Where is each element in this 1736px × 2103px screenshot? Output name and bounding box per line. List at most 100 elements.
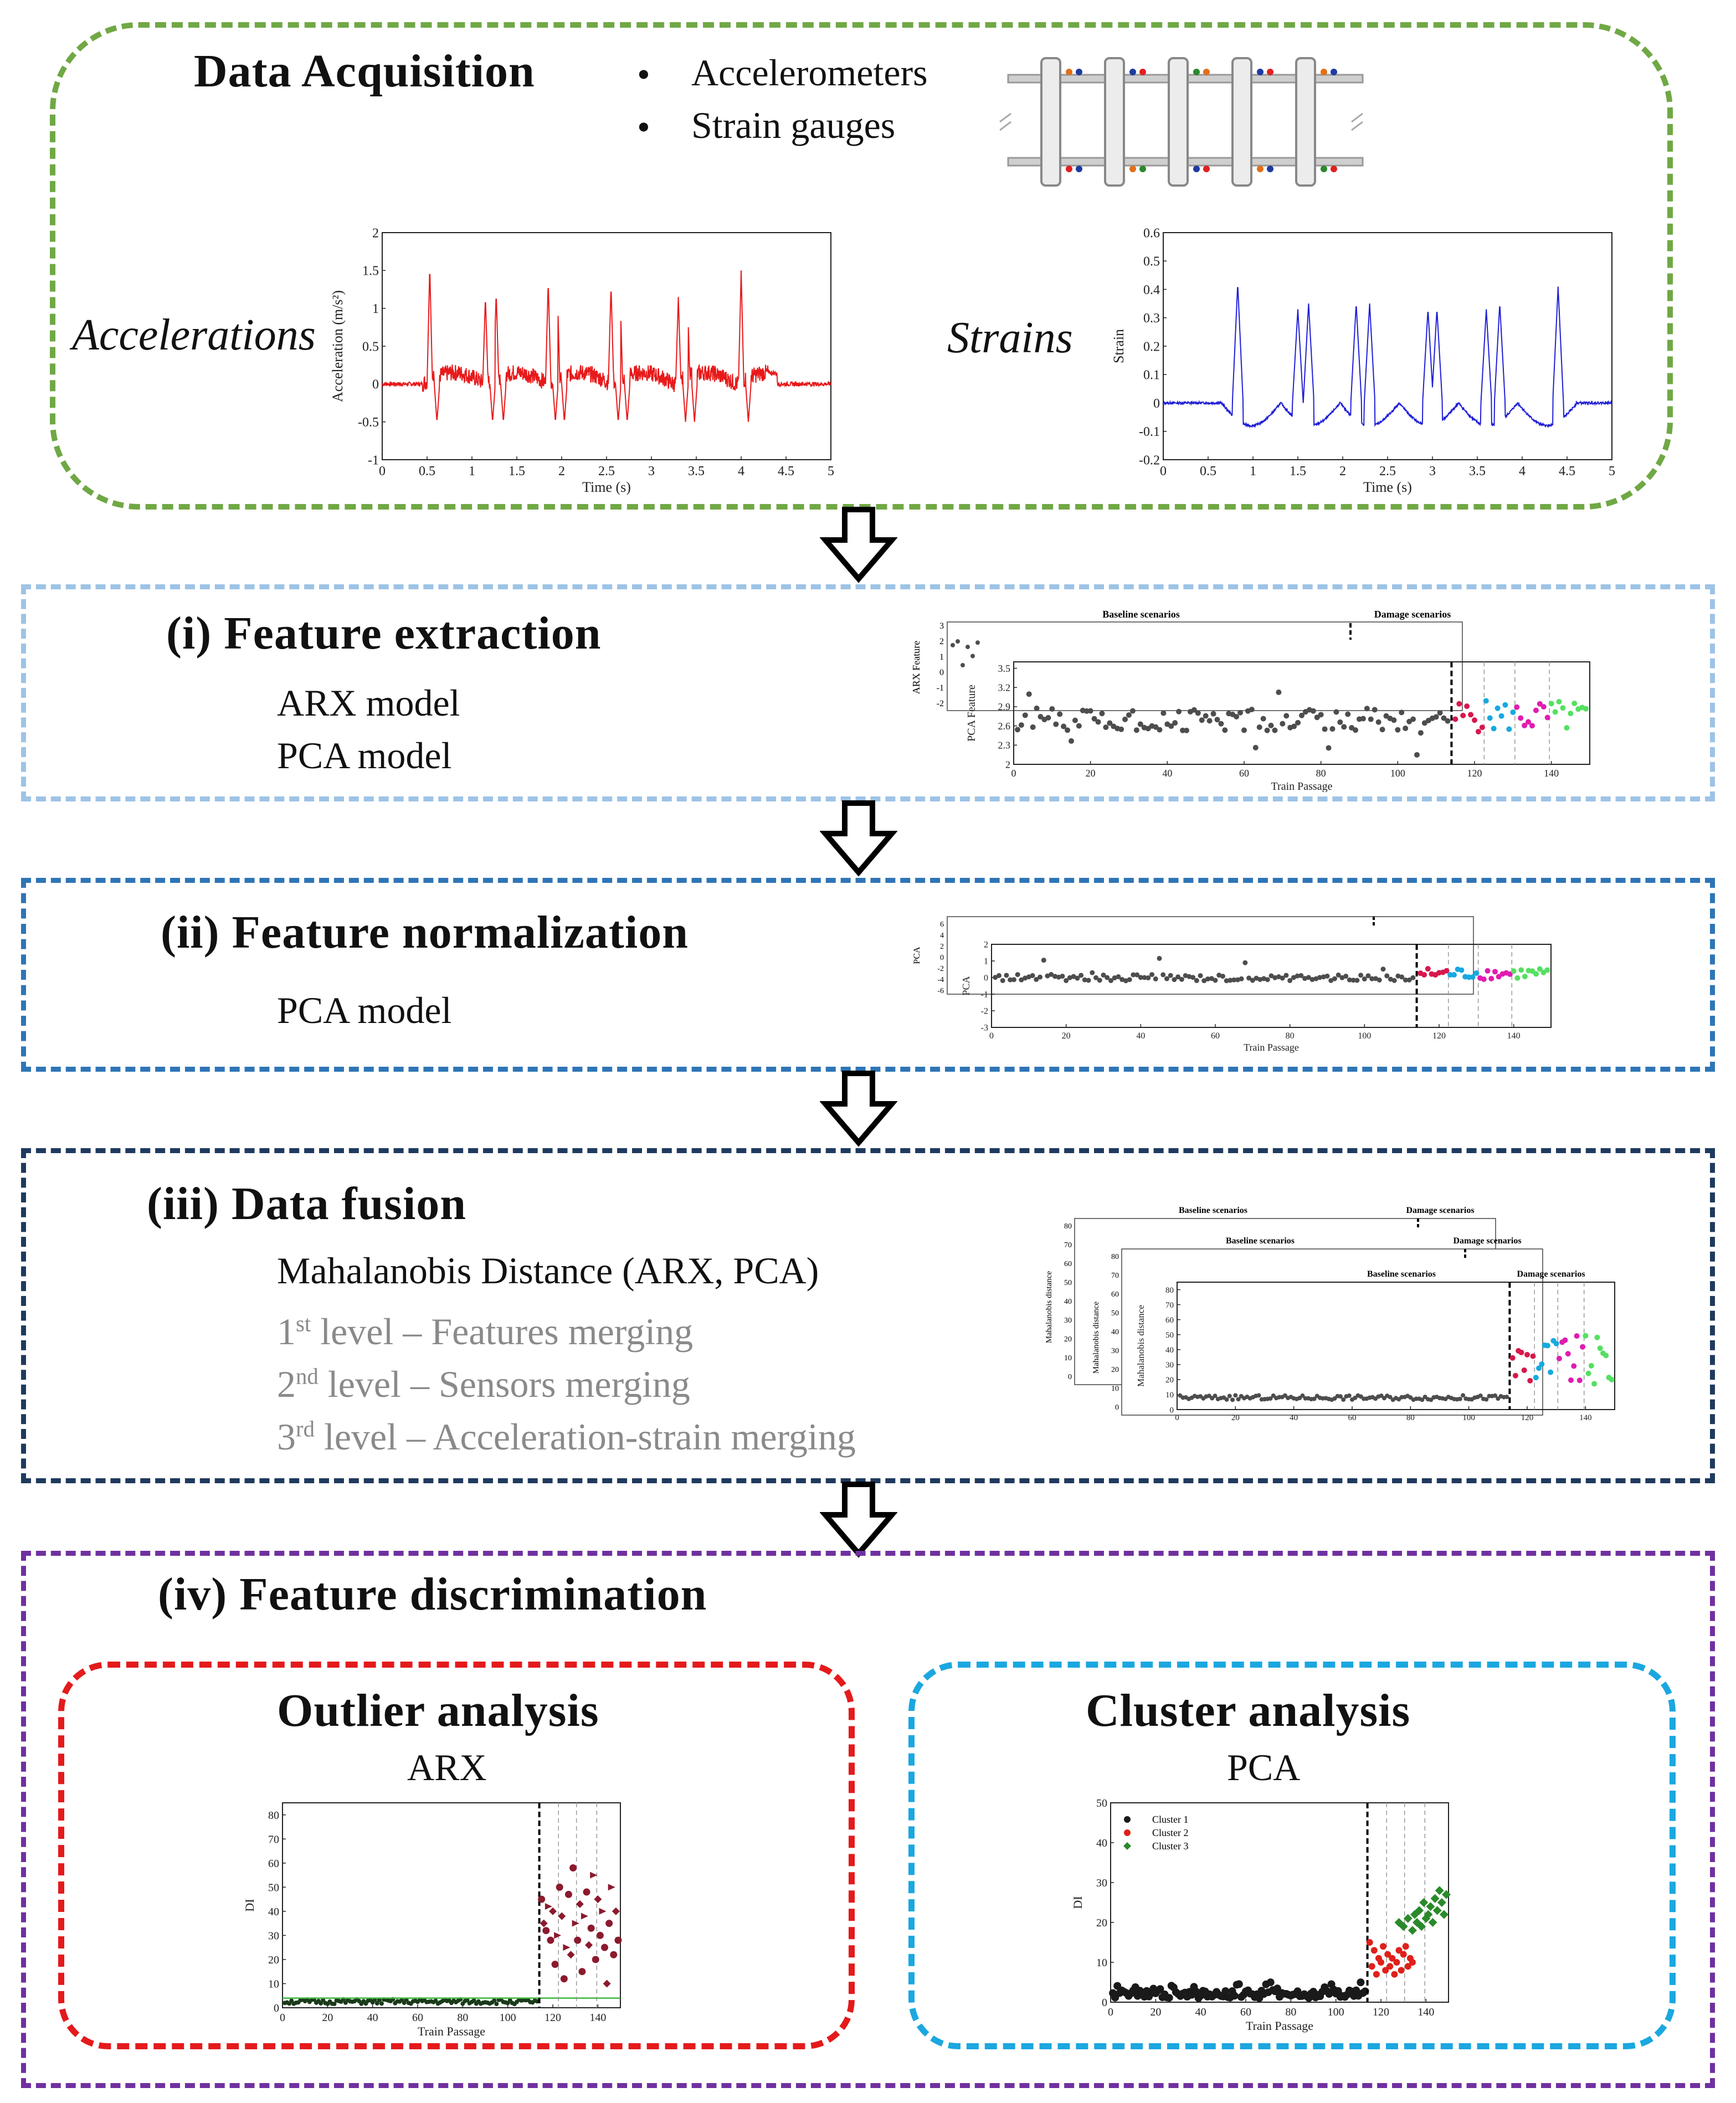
x-tick-label: 120 bbox=[1373, 2006, 1389, 2018]
damage-point bbox=[1533, 707, 1539, 713]
cluster2-point bbox=[1373, 1971, 1380, 1978]
y-tick-label: 40 bbox=[1064, 1298, 1072, 1306]
baseline-point bbox=[1380, 966, 1386, 972]
damage-point bbox=[1456, 701, 1462, 707]
x-tick-label: 60 bbox=[1348, 1413, 1357, 1422]
baseline-point bbox=[1295, 973, 1300, 979]
y-axis-label: Mahalanobis distance bbox=[1136, 1305, 1146, 1387]
baseline-point bbox=[1075, 975, 1080, 981]
cluster3-point bbox=[1408, 1926, 1417, 1935]
y-tick-label: 3.2 bbox=[998, 682, 1011, 693]
baseline-point bbox=[1138, 975, 1143, 980]
baseline-point bbox=[1095, 719, 1101, 725]
baseline-point bbox=[1087, 708, 1093, 714]
baseline-point bbox=[1252, 744, 1259, 750]
baseline-point bbox=[1372, 707, 1378, 713]
y-tick-label: 0.5 bbox=[362, 340, 379, 354]
cluster3-point bbox=[1399, 1922, 1408, 1931]
baseline-point bbox=[1354, 978, 1360, 983]
bullet-accelerometers: Accelerometers bbox=[691, 52, 928, 94]
baseline-point bbox=[1071, 974, 1076, 979]
baseline-point bbox=[1049, 706, 1055, 712]
damage-point bbox=[1483, 698, 1489, 704]
baseline-point bbox=[1337, 719, 1343, 725]
damage-point bbox=[1521, 1367, 1527, 1373]
baseline-point bbox=[1429, 1397, 1434, 1402]
baseline-point bbox=[1199, 717, 1205, 723]
y-tick-label: 20 bbox=[1111, 1366, 1119, 1374]
cluster1-point bbox=[1334, 1987, 1342, 1995]
damage-point bbox=[614, 1936, 622, 1944]
baseline-point bbox=[1417, 730, 1424, 736]
baseline-point bbox=[1336, 972, 1341, 978]
baseline-point bbox=[1209, 976, 1214, 981]
baseline-point bbox=[1157, 727, 1163, 733]
cluster2-point bbox=[1404, 1963, 1411, 1970]
x-tick-label: 60 bbox=[1240, 2006, 1251, 2018]
baseline-point bbox=[1478, 1393, 1483, 1398]
baseline-point bbox=[1399, 709, 1405, 716]
y-tick-label: 70 bbox=[1165, 1301, 1174, 1310]
damage-point bbox=[1511, 968, 1517, 974]
y-tick-label: 60 bbox=[1064, 1260, 1072, 1268]
fusion-main-line: Mahalanobis Distance (ARX, PCA) bbox=[277, 1250, 819, 1292]
baseline-point bbox=[1250, 978, 1255, 983]
y-tick-label: 80 bbox=[1165, 1286, 1174, 1295]
baseline-point bbox=[1213, 1394, 1218, 1398]
x-tick-label: 40 bbox=[1290, 1413, 1298, 1422]
x-tick-label: 40 bbox=[1162, 768, 1172, 779]
baseline-point bbox=[1157, 955, 1162, 961]
baseline-point bbox=[1164, 976, 1169, 981]
damage-point bbox=[1529, 723, 1535, 729]
baseline-point bbox=[1224, 978, 1229, 984]
fusion-level-2: 2nd level – Sensors merging bbox=[277, 1363, 690, 1405]
baseline-point bbox=[1065, 727, 1071, 733]
y-tick-label: -0.1 bbox=[1139, 425, 1160, 439]
baseline-point bbox=[1333, 709, 1339, 715]
baseline-point bbox=[1496, 1396, 1501, 1401]
damage-point bbox=[578, 1968, 586, 1976]
damage-point bbox=[1544, 1343, 1550, 1349]
damage-point bbox=[1425, 966, 1431, 972]
baseline-point bbox=[1018, 722, 1024, 728]
y-tick-label: 20 bbox=[1096, 1917, 1107, 1929]
baseline-point bbox=[1365, 973, 1371, 979]
baseline-point bbox=[1210, 711, 1216, 717]
baseline-point bbox=[1205, 976, 1211, 981]
baseline-point bbox=[1364, 706, 1370, 712]
cluster1-point bbox=[1235, 1980, 1243, 1988]
baseline-point bbox=[1038, 714, 1044, 720]
x-axis-label: Train Passage bbox=[1271, 780, 1333, 792]
baseline-point bbox=[1064, 978, 1069, 983]
cluster1-point bbox=[1266, 1978, 1275, 1987]
cluster3-point bbox=[1424, 1910, 1433, 1919]
damage-point bbox=[1548, 1369, 1554, 1375]
damage-point bbox=[585, 1941, 593, 1949]
x-tick-label: 0 bbox=[1160, 464, 1167, 479]
y-tick-label: 40 bbox=[268, 1906, 279, 1918]
damage-point bbox=[1594, 1334, 1600, 1340]
cluster-analysis-panel bbox=[908, 1662, 1676, 2049]
y-tick-label: 3 bbox=[939, 621, 944, 631]
cluster2-point bbox=[1393, 1959, 1400, 1966]
damage-point bbox=[1583, 706, 1589, 712]
damage-point bbox=[563, 1944, 571, 1951]
baseline-point bbox=[1257, 976, 1263, 982]
damage-point bbox=[567, 1951, 575, 1959]
signal-series-line bbox=[382, 270, 831, 422]
damage-point bbox=[1574, 1333, 1580, 1339]
baseline-point bbox=[1069, 738, 1074, 744]
baseline-point bbox=[1318, 712, 1324, 718]
damage-point bbox=[1518, 967, 1524, 973]
baseline-point bbox=[1049, 971, 1054, 977]
baseline-point bbox=[1000, 978, 1005, 983]
y-tick-label: 0 bbox=[1170, 1406, 1174, 1415]
x-tick-label: 100 bbox=[1390, 768, 1405, 779]
baseline-point bbox=[1271, 1393, 1276, 1398]
damage-point bbox=[1518, 715, 1524, 721]
y-tick-label: 2.3 bbox=[998, 740, 1011, 751]
baseline-point bbox=[1403, 977, 1408, 983]
y-axis-label: ARX Feature bbox=[911, 641, 922, 694]
